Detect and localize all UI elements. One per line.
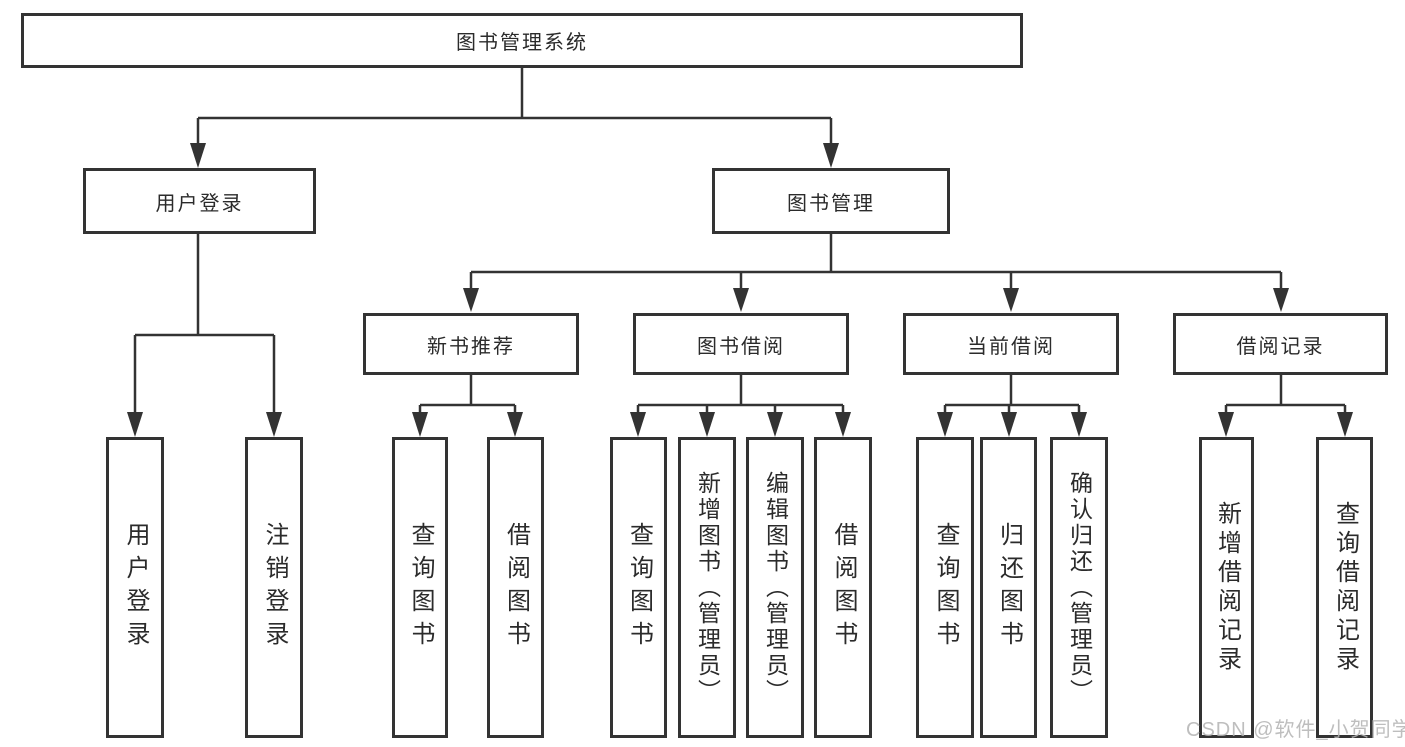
- node-new-book-recommend-label: 新书推荐: [427, 335, 515, 358]
- leaf-records-add-record: 新增借阅记录: [1199, 437, 1254, 738]
- node-book-management: 图书管理: [712, 168, 950, 234]
- leaf-newbook-borrow-books: 借阅图书: [487, 437, 544, 738]
- node-book-management-label: 图书管理: [787, 192, 875, 215]
- node-book-borrow-label: 图书借阅: [697, 335, 785, 358]
- node-borrow-records-label: 借阅记录: [1236, 335, 1325, 358]
- node-new-book-recommend: 新书推荐: [363, 313, 579, 375]
- leaf-borrow-edit-books-admin-label: 编辑图书（管理员）: [762, 470, 789, 705]
- node-current-borrow-label: 当前借阅: [967, 335, 1055, 358]
- leaf-user-login: 用户登录: [106, 437, 164, 738]
- leaf-current-query-books-label: 查询图书: [932, 521, 959, 654]
- leaf-borrow-edit-books-admin: 编辑图书（管理员）: [746, 437, 804, 738]
- leaf-current-return-books: 归还图书: [980, 437, 1037, 738]
- leaf-borrow-add-books-admin: 新增图书（管理员）: [678, 437, 736, 738]
- leaf-current-confirm-return-admin: 确认归还（管理员）: [1050, 437, 1108, 738]
- leaf-records-add-record-label: 新增借阅记录: [1213, 500, 1241, 675]
- leaf-current-confirm-return-admin-label: 确认归还（管理员）: [1066, 470, 1093, 705]
- node-current-borrow: 当前借阅: [903, 313, 1119, 375]
- leaf-logout: 注销登录: [245, 437, 303, 738]
- leaf-current-return-books-label: 归还图书: [995, 521, 1023, 654]
- leaf-current-query-books: 查询图书: [916, 437, 974, 738]
- node-borrow-records: 借阅记录: [1173, 313, 1388, 375]
- leaf-records-query-record: 查询借阅记录: [1316, 437, 1373, 738]
- leaf-borrow-borrow-books: 借阅图书: [814, 437, 872, 738]
- leaf-newbook-borrow-books-label: 借阅图书: [502, 521, 530, 654]
- csdn-watermark: CSDN @软件_小贺同学: [1186, 719, 1405, 741]
- node-book-borrow: 图书借阅: [633, 313, 849, 375]
- leaf-user-login-label: 用户登录: [122, 521, 149, 654]
- leaf-borrow-query-books: 查询图书: [610, 437, 667, 738]
- node-user-login-label: 用户登录: [155, 192, 244, 215]
- leaf-newbook-query-books-label: 查询图书: [407, 521, 434, 654]
- node-root: 图书管理系统: [21, 13, 1023, 68]
- leaf-borrow-add-books-admin-label: 新增图书（管理员）: [694, 470, 721, 705]
- node-user-login: 用户登录: [83, 168, 316, 234]
- leaf-logout-label: 注销登录: [261, 521, 288, 654]
- node-root-label: 图书管理系统: [456, 32, 588, 54]
- leaf-borrow-query-books-label: 查询图书: [625, 521, 653, 654]
- leaf-records-query-record-label: 查询借阅记录: [1331, 500, 1359, 675]
- leaf-borrow-borrow-books-label: 借阅图书: [830, 521, 857, 654]
- leaf-newbook-query-books: 查询图书: [392, 437, 448, 738]
